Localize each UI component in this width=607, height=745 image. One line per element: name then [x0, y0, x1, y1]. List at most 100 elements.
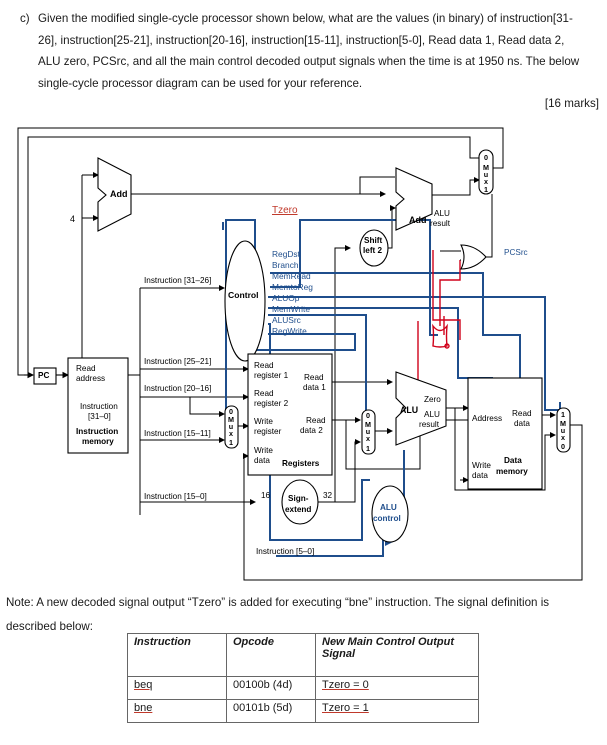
note-line-1: Note: A new decoded signal output “Tzero…: [6, 596, 550, 609]
table-header-opcode: Opcode: [226, 633, 316, 677]
question-line-2: 26], instruction[25-21], instruction[20-…: [38, 33, 565, 47]
regfile-title: Registers: [282, 459, 320, 468]
shift-label-2: left 2: [363, 246, 383, 255]
regfile-read-reg2-2: register 2: [254, 399, 289, 408]
signal-regdst: RegDst: [272, 249, 301, 259]
table-cell-signal: Tzero = 0: [315, 676, 479, 700]
instruction-bits-2: [31–0]: [88, 412, 111, 421]
alu-adder-label: Add: [409, 215, 427, 225]
note-line-2: described below:: [6, 620, 94, 633]
instr-31-26-label: Instruction [31–26]: [144, 276, 211, 285]
question-text: c) Given the modified single-cycle proces…: [20, 8, 600, 94]
mux-pcsrc-zero: 0: [484, 153, 488, 162]
mux-memtoreg-u: u: [561, 426, 565, 435]
regfile-read-data2-2: data 2: [300, 426, 323, 435]
marks-label: [16 marks]: [544, 97, 599, 110]
alu-adder-result-bottom: result: [430, 219, 451, 228]
table-header-instruction: Instruction: [127, 633, 227, 677]
sign-extend-1: Sign-: [288, 494, 309, 503]
signal-definition-table: Instruction Opcode New Main Control Outp…: [127, 633, 479, 723]
regfile-write-reg-1: Write: [254, 417, 273, 426]
alu-control-2: control: [373, 514, 401, 523]
datamem-title-2: memory: [496, 467, 528, 476]
shift-left-2: [359, 229, 389, 267]
instr-25-21-label: Instruction [25–21]: [144, 357, 211, 366]
datamem-read-data-2: data: [514, 419, 530, 428]
signal-regwrite: RegWrite: [272, 326, 307, 336]
regfile-write-data-1: Write: [254, 446, 273, 455]
signal-memwrite: MemWrite: [272, 304, 310, 314]
mux-pcsrc-m: M: [483, 163, 489, 172]
data-memory: [467, 377, 543, 490]
regfile-read-reg1-2: register 1: [254, 371, 289, 380]
signal-memtoreg: MemtoReg: [272, 282, 313, 292]
thirtytwo-label: 32: [323, 491, 333, 500]
mux-memtoreg: [556, 407, 571, 453]
note-text: Note: A new decoded signal output “Tzero…: [6, 591, 602, 639]
table-cell-opcode: 00101b (5d): [226, 699, 316, 723]
sign-extend: [281, 479, 319, 525]
wire-pc-loop: [27, 136, 479, 375]
instr-15-11-label: Instruction [15–11]: [144, 429, 211, 438]
mux-alusrc: [361, 409, 376, 455]
regfile-read-data2-1: Read: [306, 416, 326, 425]
table-header-row: Instruction Opcode New Main Control Outp…: [127, 633, 479, 677]
shift-label-1: Shift: [364, 236, 382, 245]
regfile-read-data1-1: Read: [304, 373, 324, 382]
register-file: [247, 353, 333, 476]
datamem-write-data-1: Write: [472, 461, 491, 470]
regfile-write-reg-2: register: [254, 427, 282, 436]
instr-20-16-label: Instruction [20–16]: [144, 384, 211, 393]
table-cell-instruction: beq: [127, 676, 227, 700]
branch-adder: [395, 167, 433, 231]
tzero-label: Tzero: [272, 205, 298, 216]
read-address-2: address: [76, 374, 105, 383]
mux-alusrc-one: 1: [366, 444, 370, 453]
instruction-bits-1: Instruction: [80, 402, 118, 411]
control-unit: [224, 240, 266, 362]
mux-pcsrc-u: u: [484, 170, 488, 179]
question-label: c): [20, 12, 30, 25]
alu-result-1: ALU: [424, 410, 440, 419]
mux-memtoreg-zero: 0: [561, 442, 565, 451]
mux-memtoreg-m: M: [560, 419, 566, 428]
question-line-3: ALU zero, PCSrc, and all the main contro…: [38, 55, 580, 68]
add-label: Add: [110, 189, 128, 199]
mux-regdst-x: x: [229, 429, 233, 438]
instr-15-0-label: Instruction [15–0]: [144, 492, 207, 501]
mux-alusrc-x: x: [366, 434, 370, 443]
main-alu: [395, 371, 447, 446]
table-cell-instruction: bne: [127, 699, 227, 723]
table-header-signal: New Main Control Output Signal: [315, 633, 479, 677]
mux-alusrc-m: M: [365, 420, 371, 429]
instr-mem-title-2: memory: [82, 437, 114, 446]
instr-mem-title-1: Instruction: [76, 427, 118, 436]
mux-regdst-one: 1: [229, 438, 233, 447]
datamem-read-data-1: Read: [512, 409, 532, 418]
regfile-read-reg2-1: Read: [254, 389, 274, 398]
alu-label: ALU: [400, 405, 418, 415]
sixteen-label: 16: [261, 491, 271, 500]
signal-memread: MemRead: [272, 271, 311, 281]
signal-alusrc: ALUSrc: [272, 315, 301, 325]
processor-diagram: PC Add 4 Tzero Add ALU result Shift left…: [17, 127, 583, 581]
table-row: beq 00100b (4d) Tzero = 0: [127, 676, 479, 700]
signal-aluop: ALUOp: [272, 293, 300, 303]
datamem-address: Address: [472, 414, 502, 423]
read-address-1: Read: [76, 364, 96, 373]
question-line-1: Given the modified single-cycle processo…: [38, 12, 573, 25]
datamem-title-1: Data: [504, 456, 522, 465]
mux-pcsrc-x: x: [484, 177, 488, 186]
pcsrc-label: PCSrc: [504, 248, 528, 257]
table-row: bne 00101b (5d) Tzero = 1: [127, 699, 479, 723]
table-cell-signal: Tzero = 1: [315, 699, 479, 723]
mux-memtoreg-one: 1: [561, 410, 565, 419]
mux-alusrc-u: u: [366, 427, 370, 436]
pcsrc-gate: [460, 244, 487, 270]
mux-alusrc-zero: 0: [366, 411, 370, 420]
mux-regdst: [224, 405, 239, 449]
sign-extend-2: extend: [285, 505, 311, 514]
regfile-read-data1-2: data 1: [303, 383, 326, 392]
alu-control-1: ALU: [380, 503, 397, 512]
alu-zero-label: Zero: [424, 395, 441, 404]
